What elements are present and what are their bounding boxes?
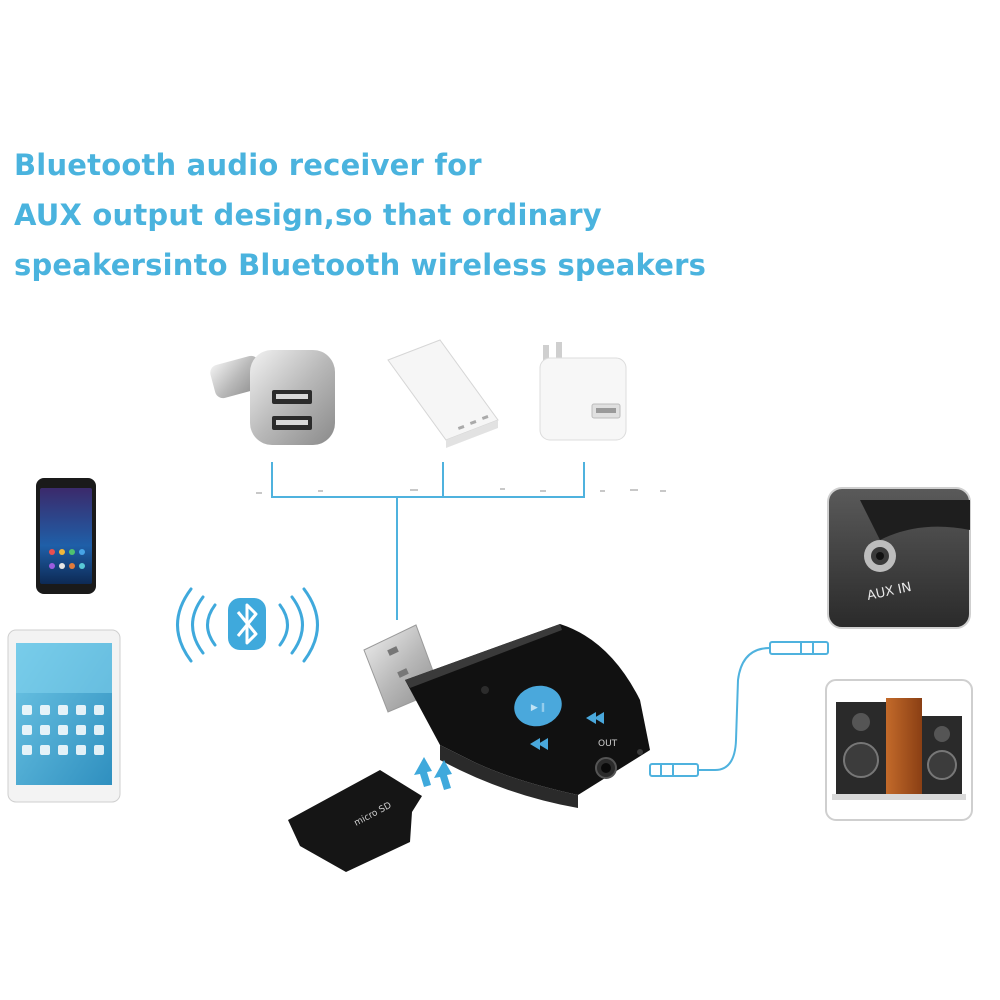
svg-text:▶ ∥: ▶ ∥ — [531, 703, 545, 713]
headline: Bluetooth audio receiver for AUX output … — [14, 140, 754, 290]
power-connector-lines — [271, 462, 585, 620]
out-port-label: OUT — [598, 739, 618, 749]
bluetooth-receiver-device: ▶ ∥ OUT — [363, 624, 650, 808]
aux-cable — [649, 641, 829, 777]
headline-line-3: speakersinto Bluetooth wireless speakers — [14, 248, 707, 282]
car-charger-image — [210, 350, 335, 445]
tablet-image — [7, 629, 121, 803]
headline-line-1: Bluetooth audio receiver for — [14, 148, 482, 182]
headline-line-2: AUX output design,so that ordinary — [14, 198, 602, 232]
microsd-card-image: micro SD — [288, 770, 422, 872]
faint-marks — [256, 488, 666, 494]
power-bank-image — [387, 339, 499, 448]
insert-arrows-icon — [414, 757, 452, 790]
smartphone-image — [36, 478, 96, 594]
speakers-image — [825, 679, 973, 821]
car-aux-in-image: AUX IN — [827, 487, 971, 629]
bluetooth-icon — [228, 598, 266, 650]
wall-adapter-image — [539, 342, 627, 441]
wireless-signal-icon — [176, 587, 319, 663]
